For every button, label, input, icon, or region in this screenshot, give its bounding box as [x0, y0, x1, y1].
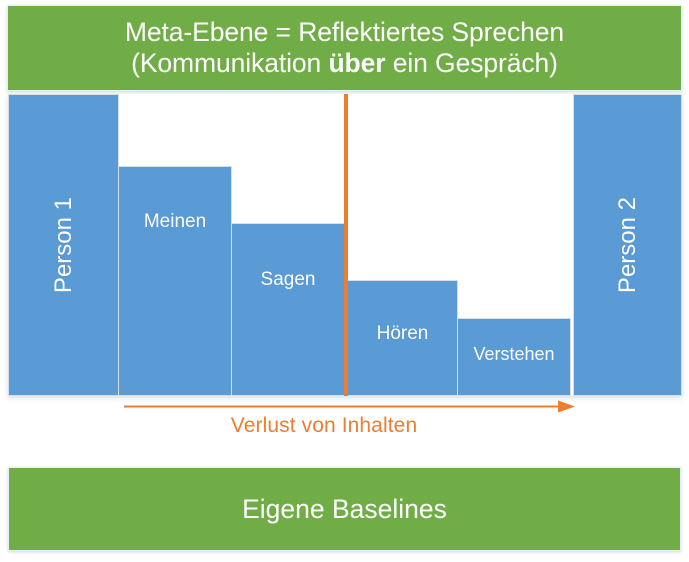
loss-arrow-caption-text: Verlust von Inhalten — [230, 414, 418, 437]
bar-person-2: Person 2 — [573, 94, 682, 396]
baselines-banner-label: Eigene Baselines — [242, 493, 447, 524]
meta-level-banner-line1: Meta-Ebene = Reflektiertes Sprechen — [124, 16, 565, 47]
loss-arrow — [124, 399, 576, 415]
meta-level-banner-line2: (Kommunikation über ein Gespräch) — [131, 48, 558, 79]
bar-chart-plot-area: Person 1 Meinen Sagen Hören Verstehen Pe… — [8, 94, 682, 396]
person-separator-line — [344, 94, 348, 396]
baselines-banner: Eigene Baselines — [8, 467, 681, 551]
bar-label-meinen: Meinen — [143, 211, 207, 232]
bar-hoeren: Hören — [347, 280, 458, 396]
bar-label-verstehen: Verstehen — [473, 344, 555, 364]
loss-arrow-caption: Verlust von Inhalten — [0, 414, 689, 438]
bar-label-hoeren: Hören — [376, 323, 429, 344]
bar-verstehen: Verstehen — [457, 318, 571, 396]
banner-line2-prefix: (Kommunikation — [131, 48, 329, 78]
bar-label-sagen: Sagen — [260, 269, 316, 290]
meta-level-banner: Meta-Ebene = Reflektiertes Sprechen (Kom… — [7, 5, 682, 91]
bar-person-1: Person 1 — [8, 94, 119, 396]
banner-line2-suffix: ein Gespräch) — [385, 48, 558, 78]
arrow-right-icon — [124, 400, 575, 413]
bar-label-person-1: Person 1 — [49, 196, 77, 294]
bar-sagen: Sagen — [231, 223, 345, 396]
bar-meinen: Meinen — [118, 166, 232, 396]
bar-label-person-2: Person 2 — [613, 196, 641, 294]
banner-line2-emphasis: über — [328, 48, 386, 78]
